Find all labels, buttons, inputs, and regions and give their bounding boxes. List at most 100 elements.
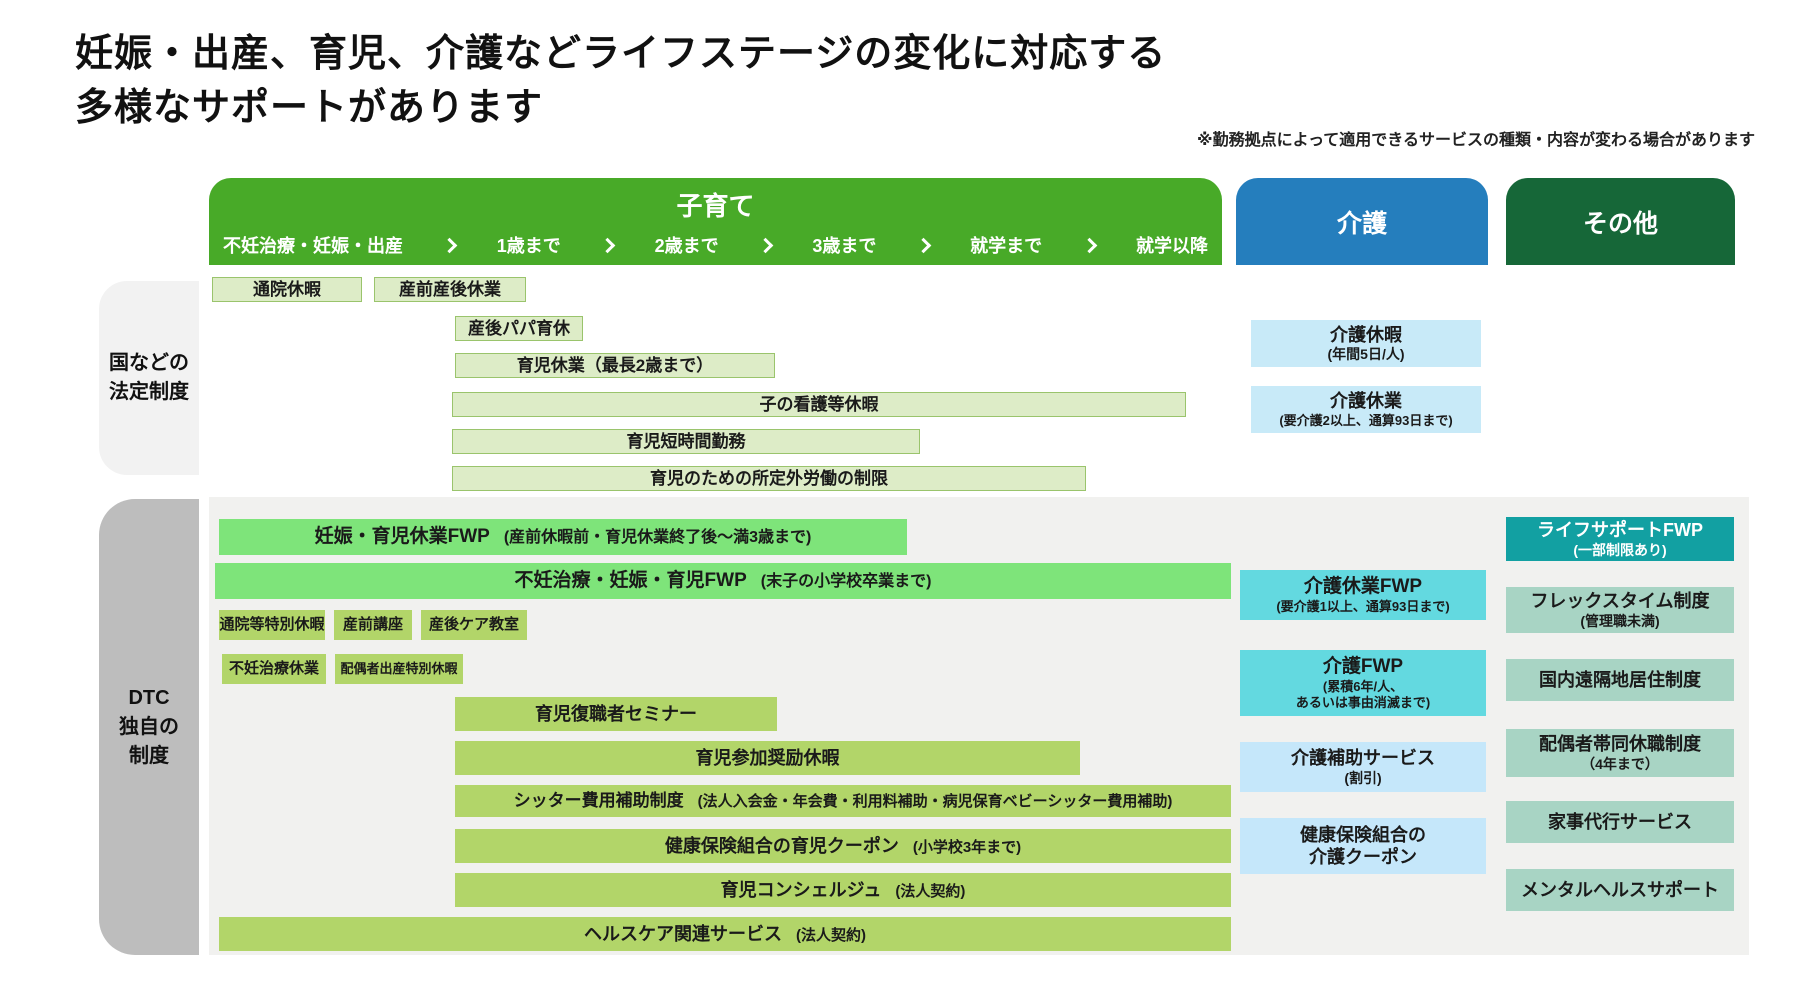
dtc-childcare-box: 産前講座: [334, 610, 412, 640]
legal-childcare-box: 産前産後休業: [374, 277, 526, 302]
header-care-label: 介護: [1336, 209, 1387, 238]
section-label-line: 国などの: [109, 352, 189, 374]
dtc-care-fwp-box: 介護FWP(累積6年/人、あるいは事由消滅まで): [1240, 650, 1486, 716]
program-label: 介護補助サービス: [1291, 748, 1435, 768]
section-label-line: DTC: [128, 686, 170, 709]
program-label: シッター費用補助制度: [513, 791, 684, 811]
dtc-childcare-box: シッター費用補助制度 (法人入会金・年会費・利用料補助・病児保育ベビーシッター費用…: [455, 785, 1231, 817]
section-label-dtc: DTC 独自の制度: [99, 499, 199, 955]
other-fwp-box: ライフサポートFWP(一部制限あり): [1506, 517, 1734, 561]
program-sublabel: （4年まで）: [1581, 755, 1659, 772]
legal-childcare-box: 育児のための所定外労働の制限: [452, 466, 1086, 491]
program-sublabel: (法人入会金・年会費・利用料補助・病児保育ベビーシッター費用補助): [697, 793, 1173, 811]
program-label: フレックスタイム制度: [1530, 591, 1710, 611]
other-services-box: メンタルヘルスサポート: [1506, 869, 1734, 911]
chevron-right-icon: [599, 237, 616, 253]
legal-childcare-box: 子の看護等休暇: [452, 392, 1186, 417]
chevron-right-icon: [757, 237, 774, 253]
program-label: 産前産後休業: [399, 279, 501, 299]
chevron-right-icon: [442, 237, 458, 253]
dtc-childcare-box: 産後ケア教室: [421, 610, 527, 640]
program-sublabel: (一部制限あり): [1573, 541, 1667, 558]
program-sublabel: (割引): [1344, 769, 1382, 786]
section-label-legal: 国などの法定制度: [99, 281, 199, 475]
dtc-childcare-box: 配偶者出産特別休暇: [335, 654, 463, 684]
program-label: ライフサポートFWP: [1537, 520, 1703, 540]
program-label: 通院休暇: [253, 279, 321, 299]
program-sublabel: (法人契約): [796, 926, 866, 944]
dtc-childcare-box: 育児コンシェルジュ (法人契約): [455, 873, 1231, 907]
stage-label: 就学まで: [970, 236, 1043, 256]
section-label-line: 制度: [129, 744, 169, 767]
page-title-line1: 妊娠・出産、育児、介護などライフステージの変化に対応する: [75, 33, 1167, 75]
stage-label: 3歳まで: [812, 236, 877, 256]
program-sublabel: (法人契約): [895, 882, 966, 900]
legal-childcare-box: 通院休暇: [212, 277, 362, 302]
program-label: 介護クーポン: [1309, 847, 1417, 867]
program-sublabel: (年間5日/人): [1327, 346, 1405, 362]
program-label: 育児のための所定外労働の制限: [650, 468, 888, 488]
program-label: 家事代行サービス: [1548, 811, 1692, 832]
legal-childcare-box: 育児休業（最長2歳まで）: [455, 353, 775, 378]
program-label: 不妊治療・妊娠・育児FWP: [514, 570, 747, 592]
program-label: 産後ケア教室: [428, 615, 519, 633]
chevron-right-icon: [915, 237, 932, 253]
stage-label: 就学以降: [1135, 236, 1208, 256]
header-childcare-label: 子育て: [676, 191, 755, 221]
program-label: 通院等特別休暇: [219, 615, 325, 633]
program-sublabel: (産前休暇前・育児休業終了後〜満3歳まで): [503, 529, 812, 547]
header-care: 介護: [1236, 178, 1488, 265]
program-sublabel: (末子の小学校卒業まで): [760, 573, 932, 591]
other-services-box: 国内遠隔地居住制度: [1506, 659, 1734, 701]
program-label: 配偶者帯同休職制度: [1539, 734, 1701, 754]
header-other: その他: [1506, 178, 1735, 265]
program-label: 介護休業: [1329, 391, 1402, 412]
legal-care-box: 介護休暇(年間5日/人): [1251, 320, 1481, 367]
disclaimer-note: ※勤務拠点によって適用できるサービスの種類・内容が変わる場合があります: [1197, 132, 1755, 149]
page-title-line2: 多様なサポートがあります: [75, 86, 544, 129]
program-label: 育児短時間勤務: [626, 431, 746, 451]
other-services-box: 配偶者帯同休職制度（4年まで）: [1506, 729, 1734, 777]
dtc-childcare-fwp-box: 妊娠・育児休業FWP (産前休暇前・育児休業終了後〜満3歳まで): [219, 519, 907, 555]
dtc-childcare-box: 不妊治療休業: [222, 654, 326, 684]
program-label: 配偶者出産特別休暇: [340, 660, 458, 676]
dtc-care-services-box: 健康保険組合の介護クーポン: [1240, 818, 1486, 874]
legal-childcare-box: 産後パパ育休: [455, 316, 583, 341]
stage-label: 不妊治療・妊娠・出産: [223, 236, 403, 256]
program-label: 育児復職者セミナー: [535, 703, 697, 724]
dtc-childcare-box: 育児復職者セミナー: [455, 697, 777, 731]
dtc-care-services-box: 介護補助サービス(割引): [1240, 742, 1486, 792]
program-sublabel: (要介護2以上、通算93日まで): [1279, 412, 1453, 428]
program-label: 健康保険組合の: [1300, 824, 1426, 845]
section-label-line: 独自の: [119, 715, 179, 738]
program-label: 介護休暇: [1330, 324, 1402, 345]
program-label: 国内遠隔地居住制度: [1539, 669, 1701, 690]
program-sublabel: (累積6年/人、: [1322, 678, 1404, 694]
program-label: 産前講座: [342, 615, 403, 633]
dtc-childcare-box: 育児参加奨励休暇: [455, 741, 1080, 775]
program-label: メンタルヘルスサポート: [1521, 879, 1719, 900]
section-label-line: 法定制度: [109, 381, 189, 403]
program-label: 妊娠・育児休業FWP: [314, 526, 490, 548]
stage-label: 1歳まで: [496, 236, 561, 256]
program-sublabel: (要介護1以上、通算93日まで): [1276, 598, 1450, 614]
header-other-label: その他: [1582, 209, 1658, 238]
dtc-childcare-fwp-box: 不妊治療・妊娠・育児FWP (末子の小学校卒業まで): [215, 563, 1231, 599]
other-services-box: フレックスタイム制度(管理職未満): [1506, 587, 1734, 633]
program-label: 育児コンシェルジュ: [720, 879, 882, 900]
legal-care-box: 介護休業(要介護2以上、通算93日まで): [1251, 386, 1481, 433]
page-title: 妊娠・出産、育児、介護などライフステージの変化に対応する 多様なサポートがありま…: [75, 28, 1166, 136]
dtc-childcare-box: ヘルスケア関連サービス(法人契約): [219, 917, 1231, 951]
program-label: 介護FWP: [1322, 655, 1404, 677]
legal-childcare-box: 育児短時間勤務: [452, 429, 920, 454]
program-label: 子の看護等休暇: [759, 394, 879, 414]
dtc-childcare-box: 健康保険組合の育児クーポン(小学校3年まで): [455, 829, 1231, 863]
dtc-care-fwp-box: 介護休業FWP(要介護1以上、通算93日まで): [1240, 570, 1486, 620]
program-label: 産後パパ育休: [468, 318, 570, 338]
program-sublabel: あるいは事由消滅まで): [1295, 694, 1431, 710]
program-sublabel: (管理職未満): [1580, 612, 1660, 629]
chevron-right-icon: [1081, 237, 1097, 253]
